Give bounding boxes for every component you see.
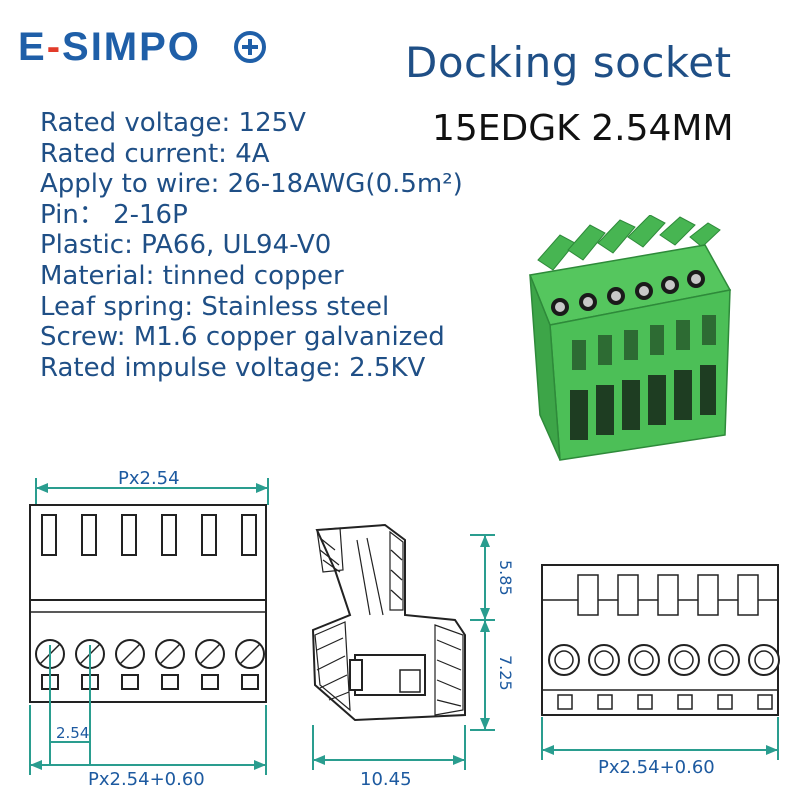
spec-list: Rated voltage: 125V Rated current: 4A Ap… bbox=[40, 108, 463, 383]
spec-material: Material: tinned copper bbox=[40, 260, 344, 291]
model-title: 15EDGK 2.54MM bbox=[432, 108, 734, 149]
front-width-label: Px2.54+0.60 bbox=[88, 769, 205, 790]
spec-plastic: Plastic: PA66, UL94-V0 bbox=[40, 230, 332, 261]
side-bottom-height: 7.25 bbox=[496, 655, 515, 691]
logo-letter-e: E bbox=[18, 25, 47, 69]
spec-rated-voltage: Rated voltage: 125V bbox=[40, 108, 306, 138]
brand-logo: E-SIMPO bbox=[18, 25, 266, 69]
product-title: Docking socket bbox=[405, 38, 732, 87]
rear-view-drawing: Px2.54+0.60 bbox=[541, 564, 780, 778]
connector-photo bbox=[528, 215, 732, 461]
front-pitch-label: Px2.54 bbox=[118, 468, 180, 489]
side-top-height: 5.85 bbox=[496, 560, 515, 596]
spec-screw: Screw: M1.6 copper galvanized bbox=[40, 322, 445, 353]
logo-text: E-SIMPO bbox=[18, 25, 201, 69]
logo-dash: - bbox=[47, 25, 62, 69]
rear-width-label: Px2.54+0.60 bbox=[598, 757, 715, 778]
side-view-drawing: 5.85 7.25 10.45 bbox=[311, 523, 515, 790]
spec-wire: Apply to wire: 26-18AWG(0.5m²) bbox=[40, 169, 463, 200]
front-view-drawing: Px2.54 2.54 Px2.54+0.60 bbox=[29, 468, 269, 790]
spec-rated-current: Rated current: 4A bbox=[40, 138, 270, 169]
spec-pin: Pin： 2-16P bbox=[40, 199, 188, 230]
side-depth-label: 10.45 bbox=[360, 769, 412, 790]
spec-leaf-spring: Leaf spring: Stainless steel bbox=[40, 291, 390, 322]
logo-letters-simpo: SIMPO bbox=[62, 25, 201, 69]
front-pitch-small: 2.54 bbox=[56, 724, 89, 742]
logo-plus-icon bbox=[234, 31, 266, 63]
spec-impulse-voltage: Rated impulse voltage: 2.5KV bbox=[40, 352, 426, 383]
